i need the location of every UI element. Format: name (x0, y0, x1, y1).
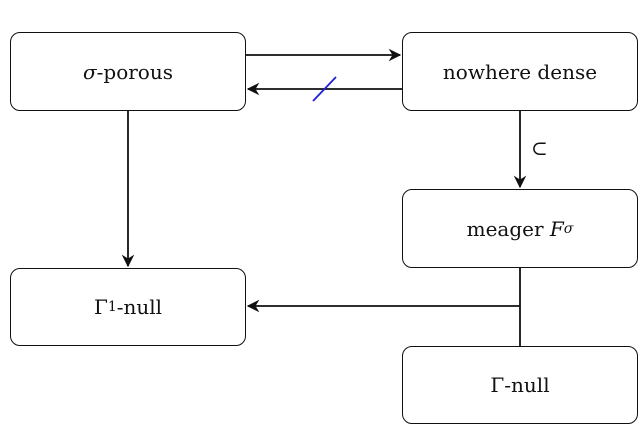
node-sigma-porous: σ-porous (10, 32, 246, 111)
node-nowhere-dense: nowhere dense (402, 32, 638, 111)
node-gamma-null: Γ-null (402, 346, 638, 424)
negation-slash (312, 76, 337, 102)
sigma-symbol: σ (82, 59, 97, 84)
gamma1-null-text: -null (116, 295, 163, 319)
gamma-null-text: -null (504, 373, 550, 397)
gamma-symbol: Γ (490, 373, 505, 397)
meager-text: meager (466, 216, 550, 241)
nowhere-dense-text: nowhere dense (442, 59, 598, 84)
f-symbol: F (549, 216, 564, 241)
sigma-porous-text: -porous (96, 59, 173, 84)
gamma1-symbol: Γ (93, 295, 108, 319)
subset-label: ⊂ (531, 136, 548, 160)
